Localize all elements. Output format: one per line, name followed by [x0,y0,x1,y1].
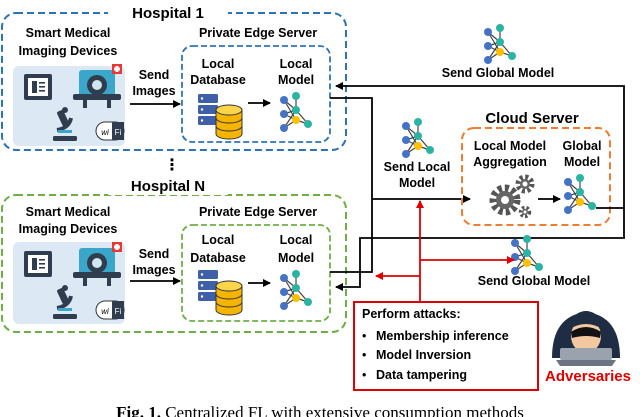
global-to-hospital-1-arrow [335,82,625,208]
hospital-n-local-model-line [330,199,373,273]
send-global-model-top-label: Send Global Model [442,66,555,80]
attack-box-title: Perform attacks: [362,307,461,321]
attack-item-1: Membership inference [376,329,509,343]
global-to-hospital-n-arrow [335,208,625,291]
hospital-1-send-images-line2: Images [132,84,175,98]
hospital-n-devices-label-line1: Smart Medical [26,205,111,219]
figure-caption: Fig. 1. Centralized FL with extensive co… [0,398,640,417]
hospital-n-send-images-line1: Send [139,247,170,261]
global-model-label-line2: Model [564,155,600,169]
gears-icon [493,177,532,217]
aggregation-label-line2: Aggregation [473,155,547,169]
local-model-network-icon [279,269,313,311]
hospital-1-edge-server-frame [181,45,331,143]
hospital-1-model-label-line1: Local [280,57,313,71]
attack-box-frame [353,301,539,391]
database-icon [197,93,243,140]
hospital-n-group: Hospital N Smart Medical Imaging Devices… [1,176,347,333]
hospital-n-model-label-line2: Model [278,251,314,265]
attack-bullet-3: • [362,368,366,382]
attack-box: Perform attacks: • Membership inference … [353,301,539,391]
connections: Send Global Model Send Local Model Send … [330,23,625,291]
monitor-icon [24,251,52,277]
wifi-icon [95,300,125,320]
send-local-model-line2: Model [399,176,435,190]
hospital-1-title: Hospital 1 [132,5,204,22]
hospital-n-title: Hospital N [131,178,205,195]
hospital-1-title-bg [108,4,228,22]
attack-item-3: Data tampering [376,368,467,382]
hospital-ellipsis: ⋮ [164,157,180,174]
global-model-network-icon [483,23,517,65]
cloud-server-frame [461,127,611,226]
cloud-server-group: Cloud Server Local Model Aggregation Glo… [461,110,624,226]
global-model-label-line1: Global [563,139,602,153]
attack-bullet-2: • [362,348,366,362]
hospital-n-db-label-line2: Database [190,251,246,265]
hacker-icon [552,311,620,366]
hospital-1-devices-label-line2: Imaging Devices [19,44,118,58]
hospital-n-edge-server-frame [181,224,331,322]
figure-caption-label: Fig. 1. [116,403,161,417]
federated-learning-diagram: wi Fi Hospital 1 Smart Medi [1,4,631,391]
adversaries-label: Adversaries [545,368,631,385]
cloud-global-model-network-icon [563,173,597,215]
hospital-n-edge-title: Private Edge Server [199,205,317,219]
figure-caption-text: Centralized FL with extensive consumptio… [165,403,524,417]
send-global-model-bottom-label: Send Global Model [478,274,591,288]
attack-bullet-1: • [362,329,366,343]
attack-item-2: Model Inversion [376,348,471,362]
hospital-1-local-model-line [330,97,373,199]
send-local-model-line1: Send Local [384,160,451,174]
hospital-1-db-label-line2: Database [190,73,246,87]
hospital-1-db-label-line1: Local [202,57,235,71]
database-icon [197,269,243,316]
wifi-icon [95,121,125,141]
hospital-n-devices-label-line2: Imaging Devices [19,222,118,236]
hospital-n-title-bg [108,176,228,195]
cloud-server-title: Cloud Server [485,110,579,127]
hospital-n-send-images-line2: Images [132,263,175,277]
monitor-icon [24,74,52,100]
aggregation-label-line1: Local Model [474,139,546,153]
hospital-1-edge-title: Private Edge Server [199,26,317,40]
hospital-1-send-images-line1: Send [139,68,170,82]
hospital-n-model-label-line1: Local [280,233,313,247]
attack-paths [375,200,515,302]
local-model-network-icon [279,91,313,133]
hospital-1-devices-label-line1: Smart Medical [26,26,111,40]
global-model-network-icon-bottom [510,234,544,276]
send-local-model-network-icon [401,117,435,159]
hospital-1-group: Hospital 1 Smart Medical Imaging Devices… [1,4,347,151]
hospital-1-model-label-line2: Model [278,73,314,87]
hospital-n-db-label-line1: Local [202,233,235,247]
